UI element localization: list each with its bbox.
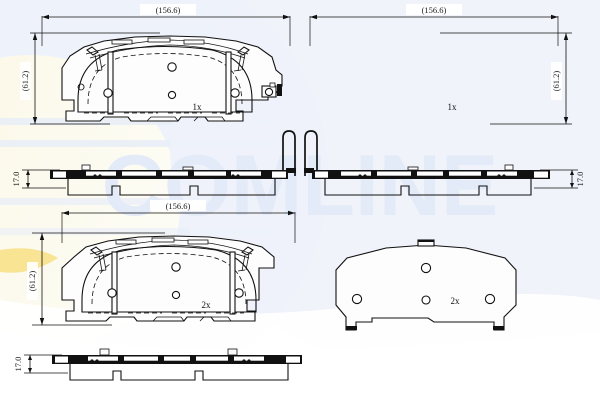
rivet-hole [171, 290, 181, 300]
dim-thickness-label-3: 17.0 [13, 357, 23, 372]
rivet-hole [107, 288, 117, 298]
dim-height-label-1: (61.2) [20, 71, 30, 92]
dim-width-label-2: (156.6) [422, 5, 447, 15]
dim-thickness-label-2: 17.0 [575, 172, 585, 187]
dimension-height-top-right: (61.2) [440, 32, 572, 125]
view-profile-left: 17.0 [11, 130, 296, 196]
dimension-width-top-left: (156.6) [41, 4, 291, 46]
dimension-width-bottom: (156.6) [61, 200, 296, 243]
dim-thickness-label-1: 17.0 [11, 172, 21, 187]
view-profile-right: 17.0 [304, 130, 585, 196]
quantity-marker-1x-left: 1x [193, 102, 203, 112]
watermark-comline: COMLINE [102, 138, 499, 234]
view-backplate-bottom-right: 2x [335, 239, 517, 331]
wear-sensor-clip-right-view [304, 130, 318, 176]
rivet-hole [351, 293, 363, 305]
rivet-hole [234, 288, 244, 298]
view-pad-top-left: (156.6) (61.2) [20, 4, 291, 125]
dim-height-label-2: (61.2) [551, 71, 561, 92]
dim-height-label-3: (61.2) [27, 271, 37, 292]
dim-width-label-1: (156.6) [156, 5, 181, 15]
rivet-hole [421, 295, 431, 305]
pad-body-top-left [61, 35, 283, 122]
dimension-height-top-left: (61.2) [20, 32, 160, 125]
rivet-hole [167, 62, 177, 72]
view-profile-bottom: 17.0 [13, 348, 302, 381]
rivet-hole [230, 88, 240, 98]
view-pad-top-right: (156.6) (61.2) [309, 4, 572, 125]
wear-sensor-clip-left-view [282, 130, 296, 176]
dimension-width-top-right: (156.6) [309, 4, 559, 46]
rivet-hole [420, 262, 432, 274]
wear-sensor-mount-right [261, 82, 282, 98]
dim-width-label-3: (156.6) [166, 201, 191, 211]
quantity-marker-2x-left: 2x [202, 300, 212, 310]
quantity-marker-2x-right: 2x [451, 296, 461, 306]
rivet-hole [103, 88, 113, 98]
quantity-marker-1x-right: 1x [448, 102, 458, 112]
pad-body-bottom-left [61, 235, 275, 322]
rivet-hole [167, 90, 177, 100]
dimension-thickness-left: 17.0 [11, 169, 66, 189]
rivet-hole [484, 293, 496, 305]
rivet-hole [171, 262, 181, 272]
view-pad-bottom-left: (156.6) (61.2) [27, 200, 296, 326]
dimension-height-bottom: (61.2) [27, 232, 165, 326]
